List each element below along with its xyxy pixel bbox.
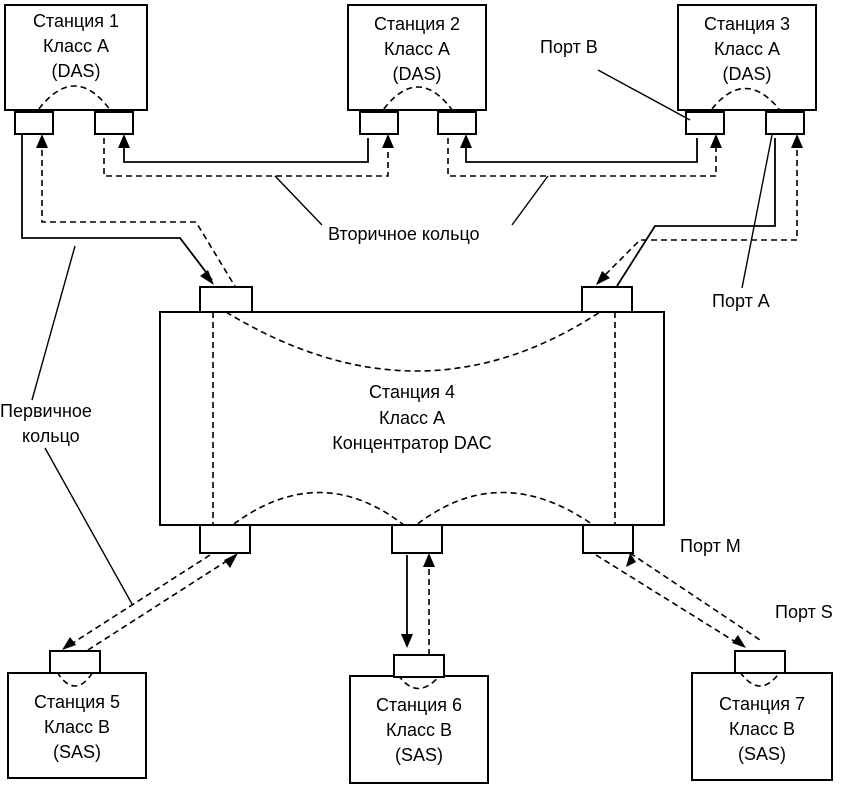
arrow-station-4-top-right <box>596 271 610 285</box>
arrow-station-4-m-left-in <box>224 553 238 568</box>
secondary-ring-label: Вторичное кольцо <box>328 224 480 244</box>
station-1-port-a <box>14 111 54 135</box>
port-m-label: Порт М <box>680 536 741 556</box>
station-6-port-s <box>393 654 445 678</box>
arrow-station-5-in <box>62 637 76 650</box>
station-4-lower-internal-path-left <box>225 491 411 531</box>
station-5-type: (SAS) <box>53 742 101 762</box>
station-5-box <box>7 672 147 779</box>
station-3-internal-path <box>705 87 786 118</box>
secondary-ring-link-1-4 <box>41 140 237 289</box>
primary-ring-link-3-4 <box>616 138 776 287</box>
station-7-internal-path <box>739 671 781 687</box>
station-4-port-m-left <box>199 524 251 554</box>
secondary-ring-link-3-4 <box>597 140 798 283</box>
station-3-port-b <box>685 111 725 135</box>
station-4-class: Класс А <box>379 408 445 428</box>
primary-ring-label-line1: Первичное <box>0 401 92 421</box>
station-2-box <box>347 4 487 111</box>
station-1-internal-path <box>32 85 116 118</box>
link-4-7-a <box>595 554 743 647</box>
station-2-class: Класс А <box>384 39 450 59</box>
station-2-type: (DAS) <box>393 64 442 84</box>
arrow-station-3-port-b <box>710 134 722 148</box>
station-7-name: Станция 7 <box>719 694 805 714</box>
station-3-port-a <box>765 111 805 135</box>
station-6-box <box>349 675 489 784</box>
station-4-port-m-right <box>582 524 634 554</box>
station-4-type: Концентратор DAC <box>332 433 491 453</box>
arrow-station-7-in <box>732 635 746 648</box>
arrow-station-2-port-a <box>382 134 394 148</box>
leader-secondary-ring-right <box>511 175 549 226</box>
arrow-station-3-port-a <box>791 134 803 148</box>
link-4-5-b <box>87 554 237 651</box>
station-5-internal-path <box>56 671 94 687</box>
station-3-box <box>677 4 817 111</box>
station-2-name: Станция 2 <box>374 14 460 34</box>
station-4-lower-internal-path-right <box>409 491 601 531</box>
station-6-type: (SAS) <box>395 745 443 765</box>
station-3-type: (DAS) <box>723 64 772 84</box>
leader-port-a <box>741 134 773 289</box>
station-7-port-s <box>734 650 786 674</box>
station-2-port-b <box>437 111 477 135</box>
station-5-name: Станция 5 <box>34 692 120 712</box>
station-6-class: Класс В <box>386 720 452 740</box>
station-1-type: (DAS) <box>52 61 101 81</box>
port-a-label: Порт А <box>712 291 770 311</box>
station-6-internal-path <box>397 674 441 690</box>
station-1-box <box>4 4 148 111</box>
station-3-class: Класс А <box>714 39 780 59</box>
station-3-name: Станция 3 <box>704 14 790 34</box>
primary-ring-label-line2: кольцо <box>22 426 80 446</box>
station-1-port-b <box>94 111 134 135</box>
station-6-name: Станция 6 <box>376 695 462 715</box>
station-2-internal-path <box>377 86 458 118</box>
station-4-upper-internal-path <box>225 311 601 372</box>
link-4-7-b <box>629 552 761 641</box>
station-7-class: Класс В <box>729 719 795 739</box>
leader-primary-ring-top <box>31 245 76 401</box>
station-1-name: Станция 1 <box>33 11 119 31</box>
station-5-port-s <box>49 650 101 674</box>
arrow-station-1-port-b <box>118 134 130 148</box>
station-1-class: Класс А <box>43 36 109 56</box>
secondary-ring-link-2-3 <box>447 136 717 177</box>
station-4-port-top-right <box>581 286 633 313</box>
station-5-class: Класс В <box>44 717 110 737</box>
leader-primary-ring-bottom <box>44 447 133 605</box>
arrow-station-1-port-a <box>36 134 48 148</box>
station-7-type: (SAS) <box>738 744 786 764</box>
station-4-box <box>159 311 665 526</box>
arrow-station-2-port-b <box>460 134 472 148</box>
port-s-label: Порт S <box>775 602 833 622</box>
arrow-station-4-m-center-in <box>423 553 435 567</box>
primary-ring-link-1-2 <box>123 138 369 163</box>
arrow-station-4-top-left <box>200 270 214 285</box>
station-7-box <box>691 672 833 781</box>
port-b-label: Порт В <box>540 37 598 57</box>
station-4-port-m-center <box>391 524 443 554</box>
arrow-station-6-in <box>401 634 413 648</box>
station-4-port-top-left <box>199 286 253 313</box>
primary-ring-link-2-3 <box>465 138 698 163</box>
primary-ring-link-1-4 <box>21 135 213 281</box>
arrow-station-4-m-right-in <box>626 553 636 567</box>
leader-port-b <box>597 69 691 121</box>
leader-secondary-ring-left <box>274 175 323 226</box>
secondary-ring-link-1-2 <box>103 136 389 177</box>
station-4-name: Станция 4 <box>369 382 455 402</box>
station-2-port-a <box>359 111 399 135</box>
link-4-5-a <box>64 554 211 649</box>
